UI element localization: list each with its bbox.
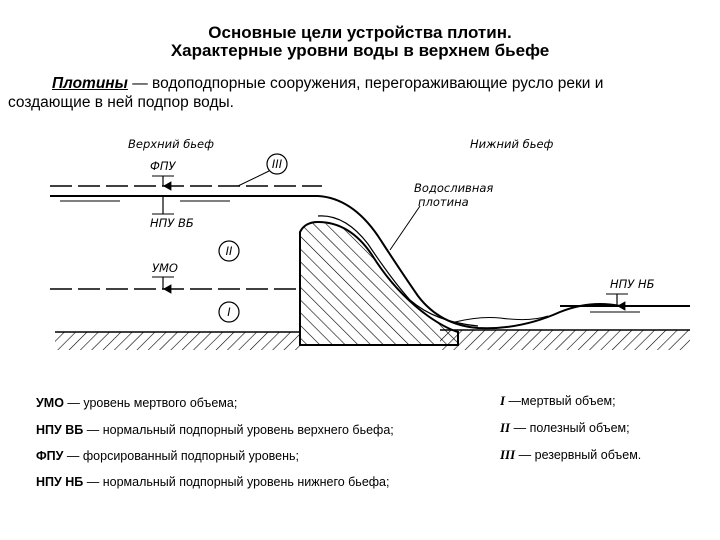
dam-label-leader [389,205,421,251]
zone-I-circle [218,301,240,323]
legend-fpu: ФПУ — форсированный подпорный уровень; [36,449,300,463]
page-title: Основные цели устройства плотин. [208,23,512,42]
intro-term: Плотины [52,75,128,92]
zone-III-circle [237,153,288,187]
intro-line-1: Плотины — водоподпорные сооружения, пере… [8,74,712,93]
lower-pool-label: Нижний бьеф [470,137,554,151]
legend-zone-I: I —мертвый объем; [500,393,616,408]
umo-label: УМО [152,261,178,275]
zone-II-circle [218,240,240,262]
zone-I-label: I [227,305,231,319]
npu-vb-marker [152,196,174,215]
dam-body [299,195,621,346]
dam-label-line1: Водосливная [414,181,493,195]
legend-npu-vb: НПУ ВБ — нормальный подпорный уровень ве… [36,423,394,437]
legend-zone-II: II — полезный объем; [500,420,630,435]
legend-umo: УМО — уровень мертвого объема; [36,396,238,410]
intro-paragraph: Плотины — водоподпорные сооружения, пере… [8,74,712,112]
zone-III-label: III [272,157,283,171]
umo-marker [152,276,174,294]
npu-vb-level-line [50,195,318,202]
npu-nb-level-line [560,305,690,313]
intro-definition: — водоподпорные сооружения, перегоражива… [127,75,604,92]
legend-npu-nb: НПУ НБ — нормальный подпорный уровень ни… [36,475,390,489]
dam-label-line2: плотина [418,195,469,209]
zone-II-label: II [226,244,233,258]
fpu-marker [152,175,174,191]
legend-zone-III: III — резервный объем. [500,447,642,462]
npu-nb-label: НПУ НБ [610,277,655,291]
upper-pool-label: Верхний бьеф [128,137,214,151]
page-subtitle: Характерные уровни воды в верхнем бьефе [170,41,550,60]
npu-nb-marker [606,293,628,311]
riverbed-ground [55,329,690,350]
intro-line-2: создающие в ней подпор воды. [8,94,234,111]
npu-vb-label: НПУ ВБ [150,216,194,230]
fpu-label: ФПУ [150,159,177,173]
